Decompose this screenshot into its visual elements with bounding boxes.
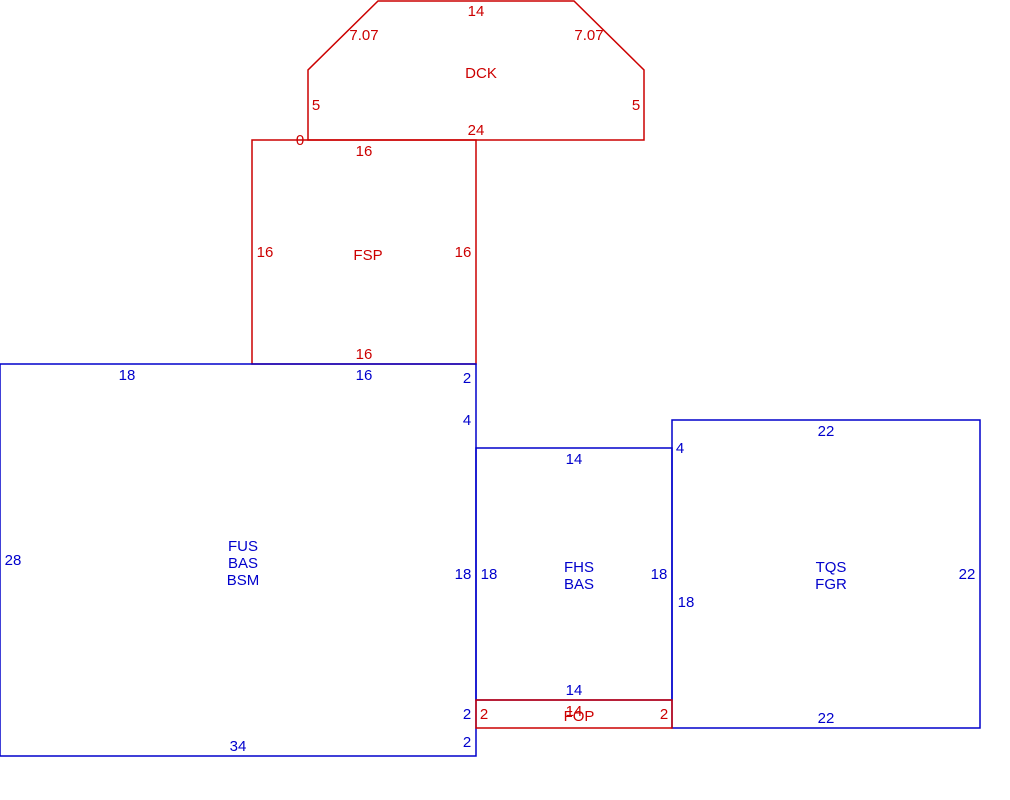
- tqs-label-line1: TQS: [816, 559, 847, 576]
- tqs-dim-right: 22: [959, 566, 976, 583]
- main-dim-right-bottom-jog: 2: [463, 734, 471, 751]
- dck-outline: [307, 0, 645, 141]
- fhs-dim-right: 18: [651, 566, 668, 583]
- main-dim-right-top-jog: 2: [463, 370, 471, 387]
- fop-outline: [475, 699, 673, 729]
- fsp-dim-top: 16: [356, 143, 373, 160]
- tqs-dim-top: 22: [818, 423, 835, 440]
- main-dim-top-right: 16: [356, 367, 373, 384]
- tqs-dim-bottom: 22: [818, 710, 835, 727]
- fhs-dim-top: 14: [566, 451, 583, 468]
- main-dim-right-lower-jog: 2: [463, 706, 471, 723]
- fhs-label-line1: FHS: [564, 559, 594, 576]
- tqs-label-line2: FGR: [815, 576, 847, 593]
- fhs-label-line2: BAS: [564, 576, 594, 593]
- fsp-dim-bottom: 16: [356, 346, 373, 363]
- dck-dim-top: 14: [468, 3, 485, 20]
- main-label-line1: FUS: [228, 538, 258, 555]
- main-dim-right: 18: [455, 566, 472, 583]
- tqs-dim-left-jog: 4: [676, 440, 684, 457]
- dck-dim-bottom: 24: [468, 122, 485, 139]
- fhs-dim-left: 18: [481, 566, 498, 583]
- fop-dim-top: 14: [566, 703, 583, 720]
- tqs-outline: [671, 419, 981, 729]
- main-label-line3: BSM: [227, 572, 260, 589]
- dck-dim-upper-right-diag: 7.07: [574, 27, 603, 44]
- main-dim-top-left: 18: [119, 367, 136, 384]
- fop-dim-right: 2: [660, 706, 668, 723]
- dck-label: DCK: [465, 65, 497, 82]
- dck-dim-corner: 0: [296, 132, 304, 149]
- fop-dim-left: 2: [480, 706, 488, 723]
- fhs-dim-bottom: 14: [566, 682, 583, 699]
- tqs-dim-left: 18: [678, 594, 695, 611]
- main-label-line2: BAS: [228, 555, 258, 572]
- dck-dim-upper-left-diag: 7.07: [349, 27, 378, 44]
- main-dim-right-step: 4: [463, 412, 471, 429]
- fsp-dim-right: 16: [455, 244, 472, 261]
- dck-dim-right: 5: [632, 97, 640, 114]
- fsp-dim-left: 16: [257, 244, 274, 261]
- fsp-label: FSP: [353, 247, 382, 264]
- main-dim-bottom: 34: [230, 738, 247, 755]
- dck-dim-left: 5: [312, 97, 320, 114]
- main-house-outline: [0, 363, 477, 757]
- fop-label: FOP: [564, 708, 595, 725]
- main-dim-left: 28: [5, 552, 22, 569]
